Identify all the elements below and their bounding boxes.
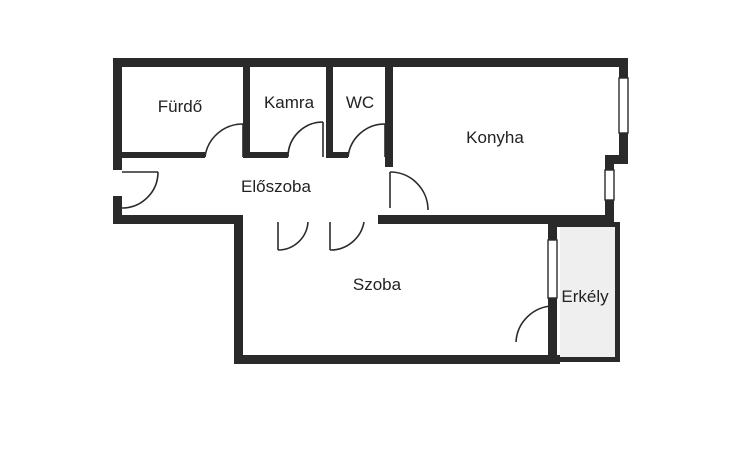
window-konyha-lower (604, 169, 615, 201)
wall-left-lower (113, 196, 122, 224)
wall-wc-konyha (385, 67, 393, 167)
balcony-floor (560, 225, 620, 360)
room-label-wc: WC (346, 93, 374, 112)
window-szoba (547, 239, 558, 299)
wall-wc-bottom (326, 152, 348, 158)
wall-kamra-wc (326, 67, 333, 157)
wall-kamra-bottom-a (243, 152, 288, 158)
balcony-right-wall (615, 222, 620, 362)
wall-bottom (234, 355, 560, 364)
wall-furdo-kamra (243, 67, 250, 157)
room-label-szoba: Szoba (353, 275, 402, 294)
interior-walls (122, 67, 393, 167)
door-wc (347, 123, 386, 158)
room-label-kamra: Kamra (264, 93, 315, 112)
room-label-erkely: Erkély (561, 287, 609, 306)
door-kamra (287, 121, 324, 158)
doors (121, 121, 555, 343)
wall-left-upper (113, 58, 122, 170)
room-label-furdo: Fürdő (158, 97, 202, 116)
door-furdo (204, 123, 244, 158)
windows (547, 77, 629, 299)
balcony-bottom-wall (557, 357, 620, 362)
wall-szoba-left (234, 222, 243, 363)
window-konyha (618, 77, 629, 134)
door-konyha (389, 171, 429, 211)
wall-right-step (605, 155, 628, 164)
room-labels: Fürdő Kamra WC Konyha Előszoba Szoba Erk… (158, 93, 609, 306)
balcony-top-wall (557, 222, 620, 227)
door-erkely (515, 305, 555, 343)
door-szoba-right (329, 221, 365, 251)
wall-top (113, 58, 628, 67)
room-label-eloszoba: Előszoba (241, 177, 311, 196)
wall-mid-horizontal-right (378, 215, 614, 224)
room-label-konyha: Konyha (466, 128, 524, 147)
wall-mid-horizontal-left (113, 215, 243, 224)
door-szoba-left (277, 221, 309, 251)
balcony-railing (557, 222, 620, 362)
door-entrance (121, 171, 159, 209)
wall-furdo-bottom (122, 152, 205, 158)
